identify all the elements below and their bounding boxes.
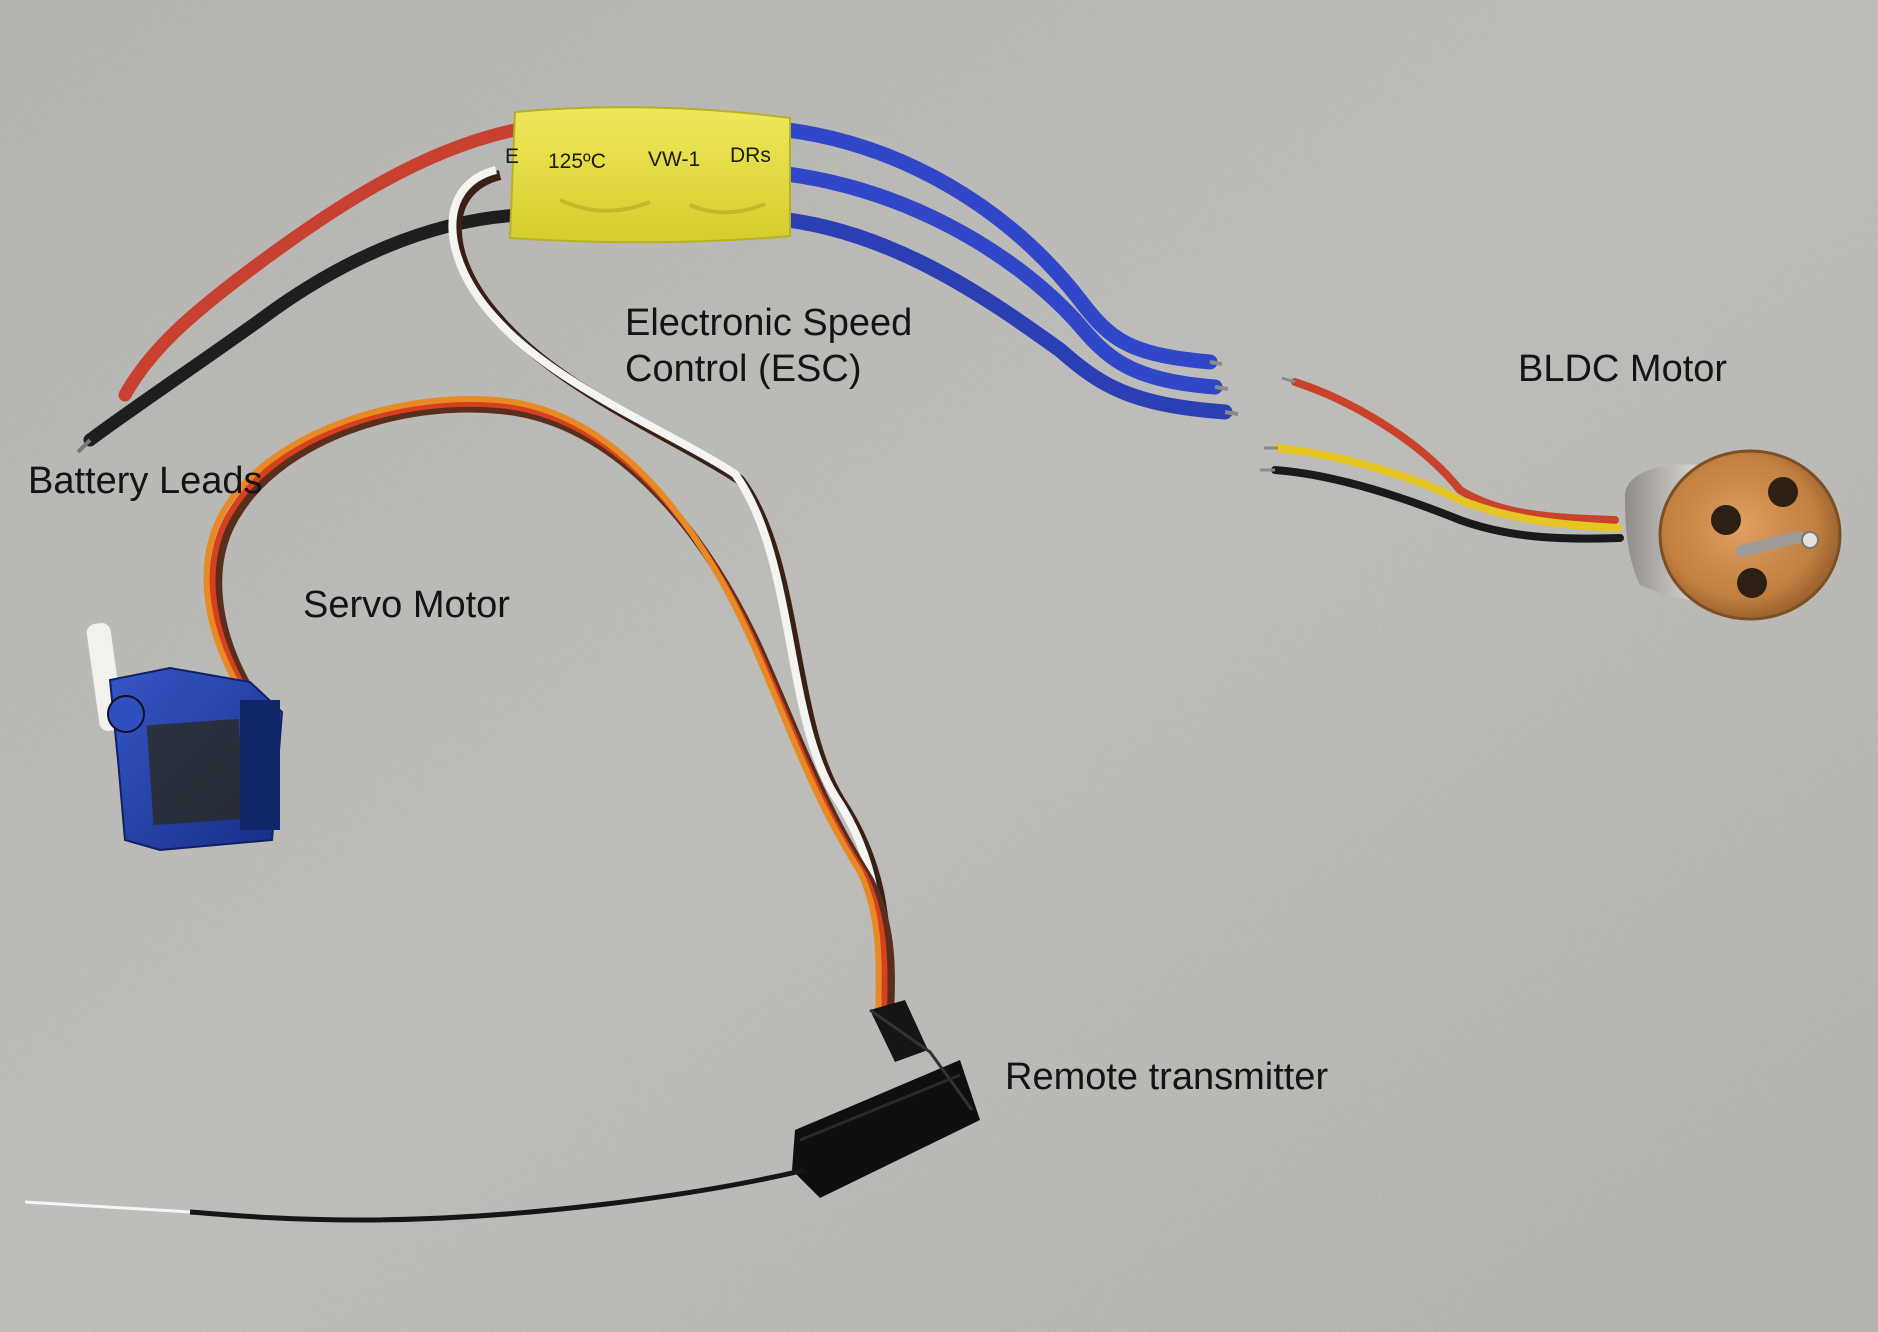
remote-transmitter-label: Remote transmitter (1005, 1056, 1329, 1098)
esc-print-right: DRs (730, 144, 771, 167)
esc-print-temp: 125ºC (548, 150, 606, 173)
battery-black-tip (76, 438, 92, 454)
esc-body: E 125ºC VW-1 DRs (505, 106, 791, 244)
esc-print-rating: VW-1 (648, 148, 700, 171)
esc-signal-cable (448, 166, 892, 1011)
antenna (24, 1167, 806, 1223)
servo-motor-label: Servo Motor (303, 584, 510, 626)
esc-print-left: E (505, 145, 519, 168)
battery-leads-label: Battery Leads (28, 460, 263, 502)
bldc-motor (1624, 449, 1842, 621)
esc-label-line1: Electronic Speed (625, 302, 913, 344)
battery-leads (76, 123, 527, 454)
servo-motor (84, 621, 284, 852)
battery-red-wire (118, 123, 522, 402)
bldc-motor-leads (1260, 376, 1624, 543)
esc-label-line2: Control (ESC) (625, 348, 862, 390)
battery-black-wire (83, 208, 527, 447)
esc-phase-wires (762, 120, 1239, 420)
receiver-module (792, 1000, 980, 1198)
servo-cable (203, 396, 895, 1013)
bldc-motor-label: BLDC Motor (1518, 348, 1728, 390)
